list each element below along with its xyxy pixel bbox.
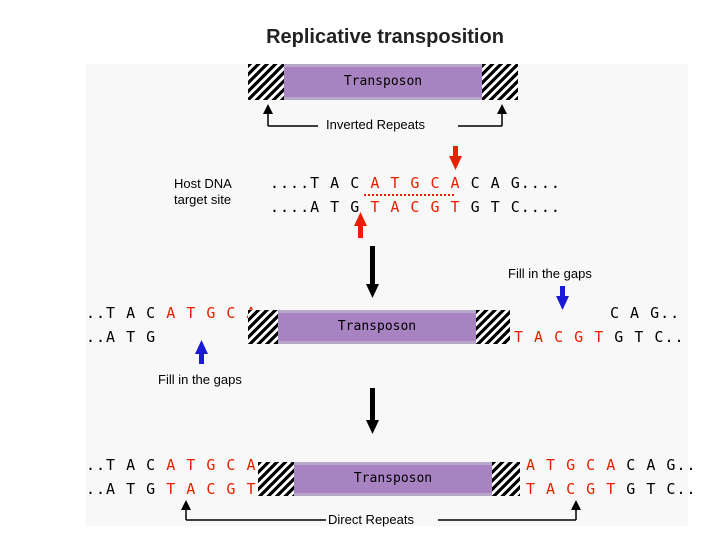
step2-left-top-sequence: ..T A C A T G C A bbox=[86, 304, 257, 322]
inverted-repeat-left bbox=[248, 64, 284, 100]
step3-transposon bbox=[294, 462, 492, 496]
direct-repeats-label: Direct Repeats bbox=[328, 512, 414, 527]
step2-repeat-left bbox=[248, 310, 278, 344]
host-dna-label: Host DNA bbox=[174, 176, 232, 191]
fill-gaps-label-left: Fill in the gaps bbox=[158, 372, 242, 387]
cut-arrow-bottom bbox=[354, 212, 367, 238]
fill-gaps-label-right: Fill in the gaps bbox=[508, 266, 592, 281]
target-site-label: target site bbox=[174, 192, 232, 207]
step3-left-bottom-sequence: ..A T G T A C G T bbox=[86, 480, 257, 498]
step2-repeat-right bbox=[476, 310, 510, 344]
step-arrow-1 bbox=[366, 246, 379, 298]
step3-right-bottom-sequence: T A C G T G T C.. bbox=[526, 480, 697, 498]
inverted-repeat-right bbox=[482, 64, 518, 100]
host-sequence-top: ....T A C A T G C A C A G.... bbox=[270, 174, 561, 192]
transposon-element bbox=[284, 64, 482, 100]
inverted-repeat-right-arrowhead bbox=[497, 104, 507, 114]
step-arrow-2 bbox=[366, 388, 379, 434]
step2-left-bottom-sequence: ..A T G bbox=[86, 328, 157, 346]
inverted-repeat-left-arrowhead bbox=[263, 104, 273, 114]
step2-right-top-sequence: C A G.. bbox=[610, 304, 681, 322]
step2-transposon bbox=[278, 310, 476, 344]
step3-left-top-sequence: ..T A C A T G C A bbox=[86, 456, 257, 474]
step2-right-bottom-sequence: T A C G T G T C.. bbox=[514, 328, 685, 346]
cut-arrow-top bbox=[449, 146, 462, 170]
fill-gap-arrow-left bbox=[195, 340, 208, 364]
fill-gap-arrow-right bbox=[556, 286, 569, 310]
step2-transposon-label: Transposon bbox=[337, 319, 417, 334]
step3-repeat-right bbox=[492, 462, 520, 496]
step3-repeat-left bbox=[258, 462, 294, 496]
diagram-panel bbox=[86, 64, 688, 526]
step3-transposon-label: Transposon bbox=[353, 471, 433, 486]
step3-right-top-sequence: A T G C A C A G.. bbox=[526, 456, 697, 474]
transposon-label: Transposon bbox=[343, 74, 423, 89]
host-sequence-bottom: ....A T G T A C G T G T C.... bbox=[270, 198, 561, 216]
page-title: Replicative transposition bbox=[266, 26, 504, 48]
inverted-repeats-label: Inverted Repeats bbox=[326, 117, 426, 132]
direct-repeat-left-arrowhead bbox=[181, 500, 191, 510]
direct-repeat-right-arrowhead bbox=[571, 500, 581, 510]
